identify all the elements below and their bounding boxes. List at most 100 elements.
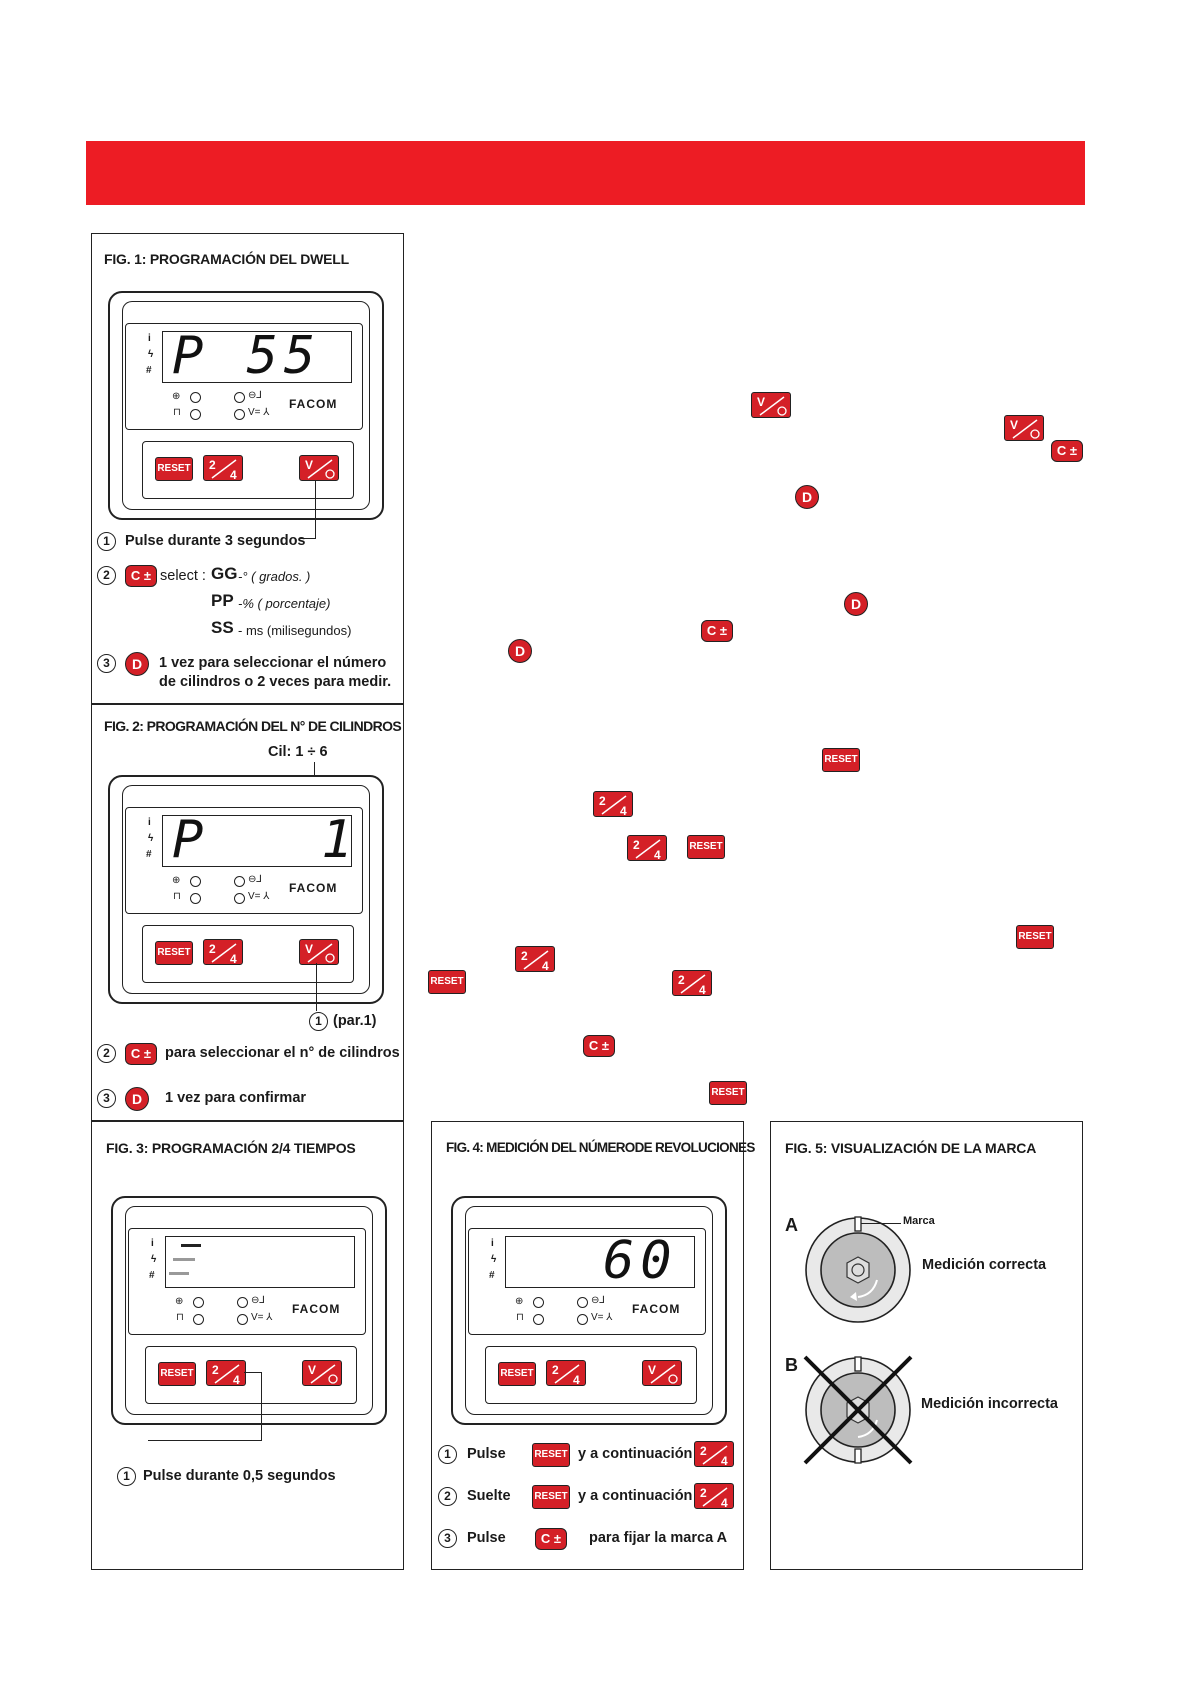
hash-icon: # [146,849,152,860]
two-four-icon: 24 [633,838,661,862]
device-screen-frame [128,1228,366,1335]
keypad [485,1346,697,1404]
reset-button[interactable]: RESET [158,1362,196,1386]
d-button[interactable]: D [844,592,868,616]
step-number: 2 [97,566,116,585]
v-mode-button[interactable]: V [299,455,339,481]
reset-button[interactable]: RESET [155,941,193,965]
dwell-icon: ⊓ [516,1312,524,1323]
dwell-icon: ⊓ [173,891,181,902]
two-four-icon: 24 [209,458,237,482]
pp-description: -% ( porcentaje) [238,596,331,611]
spark-icon: ϟ [491,1254,497,1265]
status-led [234,893,245,904]
status-led [190,876,201,887]
two-four-icon: 24 [552,1363,580,1387]
voltage-icon: V= ⅄ [248,891,270,902]
device-bezel [122,785,370,994]
fig1-step1-text: Pulse durante 3 segundos [125,533,306,549]
v-mode-button[interactable]: V [751,392,791,418]
svg-text:V: V [648,1363,656,1377]
ss-description: - ms (milisegundos) [238,623,352,638]
v-mode-button[interactable]: V [299,939,339,965]
status-led [234,876,245,887]
reset-button[interactable]: RESET [532,1443,570,1467]
d-button[interactable]: D [125,1087,149,1111]
dwell-icon: ⊓ [173,407,181,418]
step-number: 1 [438,1445,457,1464]
rpm-icon: ⊕ [175,1296,184,1307]
c-button[interactable]: C ± [125,1043,157,1065]
status-led [234,409,245,420]
status-led [190,392,201,403]
v-mode-button[interactable]: V [1004,415,1044,441]
status-led [577,1297,588,1308]
svg-text:4: 4 [233,1373,240,1387]
variant-b-label: B [785,1355,798,1375]
d-button[interactable]: D [125,652,149,676]
reset-button[interactable]: RESET [498,1362,536,1386]
reset-button[interactable]: RESET [687,835,725,859]
marca-leader [861,1223,901,1225]
reset-button[interactable]: RESET [1016,925,1054,949]
reset-button[interactable]: RESET [532,1485,570,1509]
status-led [190,409,201,420]
advance-icon: ⊖⅃ [591,1295,605,1306]
device-screen-frame [468,1228,706,1335]
info-icon: i [151,1238,154,1249]
svg-text:2: 2 [678,973,685,987]
c-button[interactable]: C ± [1051,440,1083,462]
svg-text:4: 4 [230,468,237,482]
reset-button[interactable]: RESET [428,970,466,994]
status-led [237,1314,248,1325]
lcd [162,331,352,383]
variant-a-label: A [785,1215,798,1235]
lcd-dash-bottom [169,1272,189,1275]
status-led [577,1314,588,1325]
v-mode-button[interactable]: V [642,1360,682,1386]
device-bezel [122,301,370,510]
step-number: 2 [438,1487,457,1506]
reset-button[interactable]: RESET [822,748,860,772]
leader-line [315,480,317,538]
marca-label: Marca [903,1215,935,1227]
d-button[interactable]: D [795,485,819,509]
lcd-readout: P 55 [172,326,322,386]
status-led [190,893,201,904]
device-bezel [465,1206,713,1415]
c-button[interactable]: C ± [125,565,157,587]
fig4-panel [431,1121,744,1570]
svg-text:2: 2 [521,949,528,963]
voltage-icon: V= ⅄ [251,1312,273,1323]
c-button[interactable]: C ± [701,620,733,642]
leader-line [244,1372,262,1374]
c-button[interactable]: C ± [583,1035,615,1057]
svg-text:4: 4 [721,1496,728,1510]
reset-button[interactable]: RESET [155,457,193,481]
d-button[interactable]: D [508,639,532,663]
fig2-step1-text: (par.1) [333,1013,377,1029]
v-mode-button[interactable]: V [302,1360,342,1386]
spark-icon: ϟ [148,833,154,844]
fig2-step2-text: para seleccionar el n° de cilindros [165,1045,400,1061]
facom-logo: FACOM [289,881,338,895]
c-button[interactable]: C ± [535,1528,567,1550]
fig5-panel [770,1121,1083,1570]
svg-text:2: 2 [700,1444,707,1458]
fig1-fig2-panel [91,233,404,1121]
step-number: 3 [97,654,116,673]
reset-button[interactable]: RESET [709,1081,747,1105]
